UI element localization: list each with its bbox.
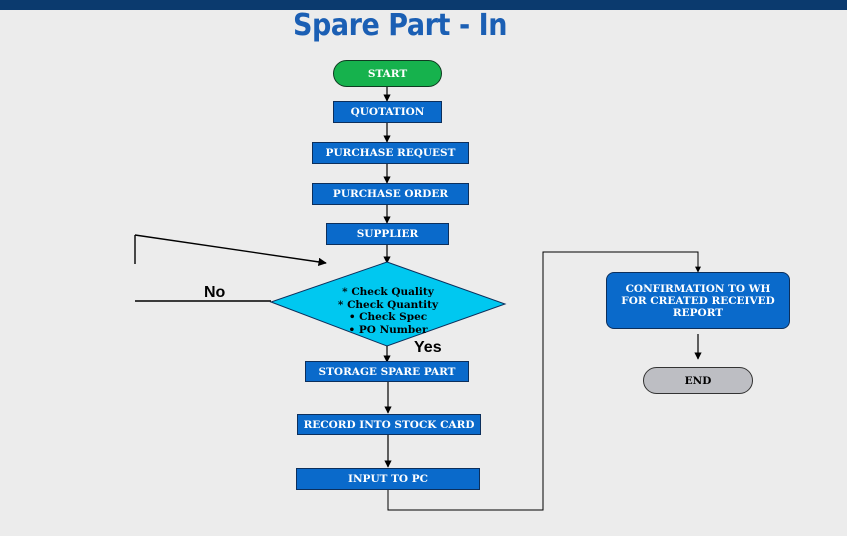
- decision-line-spec: • Check Spec: [348, 311, 428, 323]
- edge-no-return: [134, 234, 327, 267]
- page-title: Spare Part - In: [292, 8, 508, 43]
- confirmation-line-2: FOR CREATED RECEIVED: [621, 294, 775, 307]
- label-no: No: [204, 284, 226, 301]
- node-storage-spare-part: STORAGE SPARE PART: [305, 361, 469, 382]
- confirmation-line-1: CONFIRMATION TO WH: [625, 282, 771, 295]
- node-input-to-pc: INPUT TO PC: [296, 468, 480, 490]
- edge-input-confirmation: [387, 251, 701, 511]
- node-quotation: QUOTATION: [333, 101, 442, 123]
- decision-text: * Check Quality * Check Quantity • Check…: [320, 286, 456, 336]
- decision-line-quality: * Check Quality: [342, 286, 434, 298]
- node-end: END: [643, 367, 753, 394]
- node-purchase-order: PURCHASE ORDER: [312, 183, 469, 205]
- node-purchase-request: PURCHASE REQUEST: [312, 142, 469, 164]
- decision-line-po: • PO Number: [348, 323, 428, 336]
- node-record-stock-card: RECORD INTO STOCK CARD: [297, 414, 481, 435]
- decision-line-quantity: * Check Quantity: [337, 298, 439, 311]
- confirmation-line-3: REPORT: [672, 306, 724, 319]
- node-confirmation: CONFIRMATION TO WH FOR CREATED RECEIVED …: [606, 272, 790, 329]
- node-start: START: [333, 60, 442, 87]
- label-yes: Yes: [414, 339, 442, 356]
- node-supplier: SUPPLIER: [326, 223, 449, 245]
- top-bar: [0, 0, 847, 10]
